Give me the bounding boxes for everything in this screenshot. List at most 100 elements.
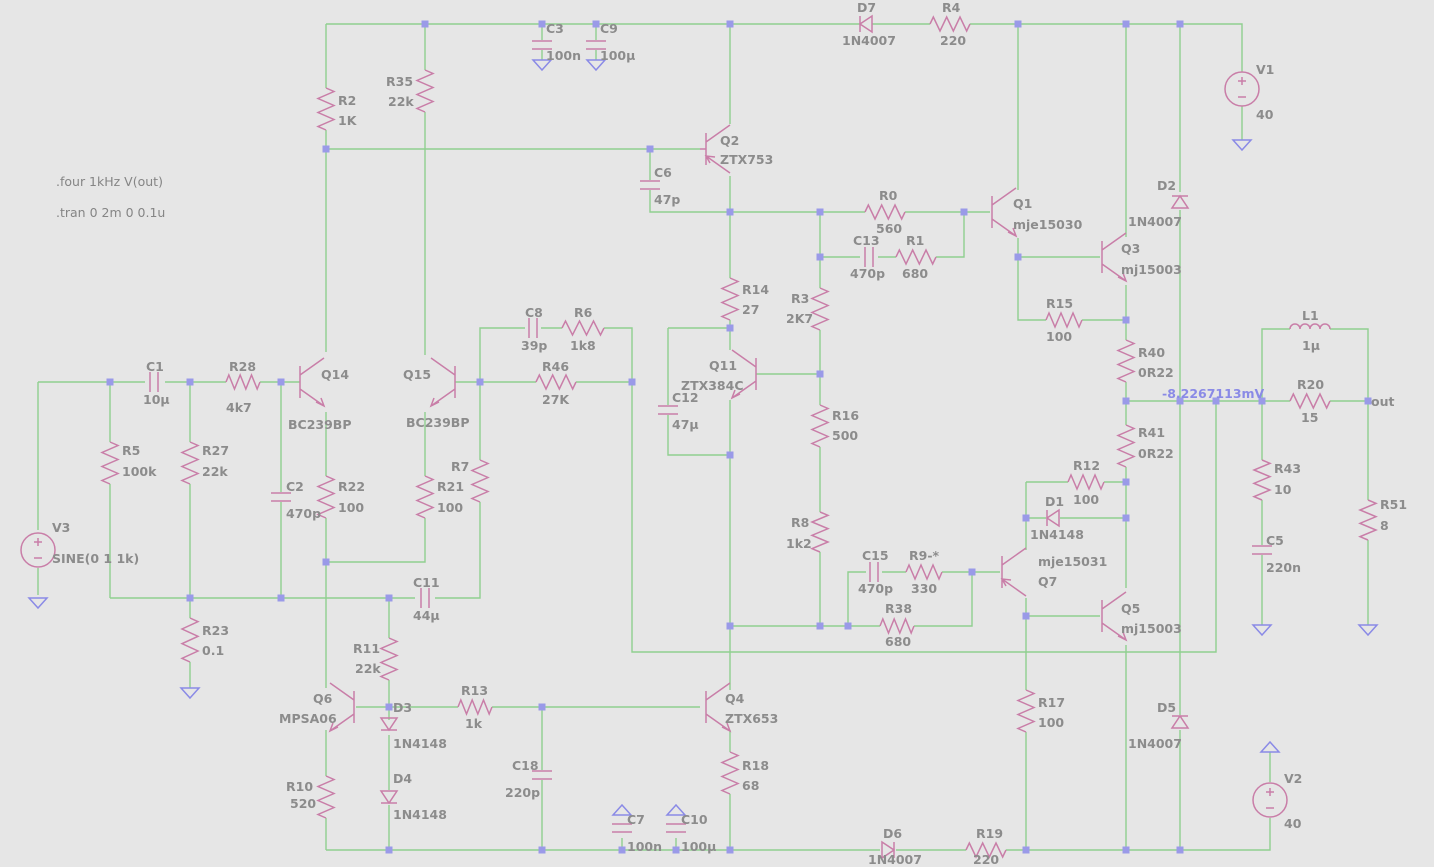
- resistor-r46: [535, 373, 577, 391]
- label-c3v: 100n: [546, 48, 581, 63]
- junction: [816, 370, 824, 378]
- label-r6v: 1k8: [570, 338, 596, 353]
- junction: [1122, 316, 1130, 324]
- ground-symbol: [179, 687, 201, 700]
- capacitor-c15: [869, 562, 879, 582]
- wire: [479, 327, 525, 460]
- resistor-r12: [1067, 473, 1105, 491]
- ground-symbol: [531, 59, 553, 72]
- label-r18: R18: [742, 758, 769, 773]
- label-r35: R35: [386, 74, 413, 89]
- label-q1: Q1: [1013, 196, 1032, 211]
- resistor-r4: [929, 15, 971, 33]
- label-q7: Q7: [1038, 574, 1057, 589]
- junction: [960, 208, 968, 216]
- junction: [106, 378, 114, 386]
- resistor-r35: [415, 69, 435, 113]
- label-c9v: 100µ: [600, 48, 635, 63]
- label-q4v: ZTX653: [725, 711, 778, 726]
- wire: [914, 572, 973, 627]
- label-c10: C10: [681, 812, 708, 827]
- junction: [1122, 846, 1130, 854]
- label-c11: C11: [413, 575, 440, 590]
- label-r0: R0: [879, 188, 898, 203]
- label-v2v: 40: [1284, 816, 1302, 831]
- label-c15: C15: [862, 548, 889, 563]
- resistor-r13: [457, 698, 493, 716]
- capacitor-c12: [658, 405, 678, 415]
- label-q2v: ZTX753: [720, 152, 773, 167]
- label-c12v: 47µ: [672, 417, 699, 432]
- label-r13v: 1k: [465, 716, 483, 731]
- label-r9v: 330: [911, 581, 937, 596]
- ground-symbol: [1357, 624, 1379, 637]
- voltage-source-v2: [1252, 782, 1288, 818]
- label-r5: R5: [122, 443, 140, 458]
- label-r19: R19: [976, 826, 1003, 841]
- label-c9: C9: [600, 21, 618, 36]
- junction: [322, 145, 330, 153]
- spice-directive-tran: .tran 0 2m 0 0.1u: [56, 205, 165, 220]
- voltage-probe-readout: -8.2267113mV: [1162, 386, 1265, 401]
- label-r21: R21: [437, 479, 464, 494]
- junction: [844, 622, 852, 630]
- label-r15v: 100: [1046, 329, 1072, 344]
- resistor-r7: [470, 459, 490, 503]
- voltage-source-v2-polarity: [1266, 788, 1274, 809]
- label-r46v: 27K: [542, 392, 570, 407]
- junction: [1258, 397, 1266, 405]
- label-d1: D1: [1045, 494, 1064, 509]
- label-r41v: 0R22: [1138, 446, 1174, 461]
- wire: [1006, 818, 1271, 851]
- label-r14: R14: [742, 282, 769, 297]
- junction: [385, 594, 393, 602]
- label-r35v: 22k: [388, 94, 414, 109]
- label-q4: Q4: [725, 691, 745, 706]
- label-r19v: 220: [973, 852, 999, 867]
- resistor-r11: [379, 637, 399, 681]
- capacitor-c9: [586, 40, 606, 50]
- resistor-r3: [810, 287, 830, 331]
- junction: [646, 145, 654, 153]
- resistor-r51: [1358, 499, 1378, 541]
- label-c5: C5: [1266, 533, 1284, 548]
- resistor-r40: [1116, 339, 1136, 383]
- label-d7v: 1N4007: [842, 33, 896, 48]
- label-d1v: 1N4148: [1030, 527, 1084, 542]
- label-v3v: SINE(0 1 1k): [52, 551, 139, 566]
- capacitor-c5: [1252, 545, 1272, 555]
- label-v3: V3: [52, 520, 70, 535]
- wire: [1330, 328, 1369, 401]
- ground-symbol: [27, 597, 49, 610]
- junction: [816, 208, 824, 216]
- resistor-r18: [720, 751, 740, 795]
- label-c6v: 47p: [654, 192, 680, 207]
- junction: [1014, 20, 1022, 28]
- label-r28: R28: [229, 359, 256, 374]
- label-r20: R20: [1297, 377, 1324, 392]
- label-v2: V2: [1284, 771, 1302, 786]
- resistor-r10: [316, 775, 336, 819]
- label-r10v: 520: [290, 796, 316, 811]
- wire: [1017, 238, 1046, 321]
- label-c7v: 100n: [627, 839, 662, 854]
- transistor-q4: [705, 682, 732, 733]
- label-q3v: mj15003: [1121, 262, 1182, 277]
- label-r40v: 0R22: [1138, 365, 1174, 380]
- junction: [186, 594, 194, 602]
- label-r14v: 27: [742, 302, 759, 317]
- label-r9: R9-*: [909, 548, 940, 563]
- label-c2v: 470p: [286, 506, 321, 521]
- diode-d7: [858, 14, 873, 34]
- wire: [604, 327, 1217, 653]
- junctions: [106, 20, 1372, 854]
- label-c10v: 100µ: [681, 839, 716, 854]
- transistor-q11: [730, 349, 757, 400]
- transistor-q5: [1101, 591, 1128, 642]
- capacitor-c18: [532, 770, 552, 780]
- label-l1v: 1µ: [1302, 338, 1320, 353]
- junction: [1014, 253, 1022, 261]
- label-r4: R4: [942, 0, 961, 15]
- capacitor-c6: [640, 180, 660, 190]
